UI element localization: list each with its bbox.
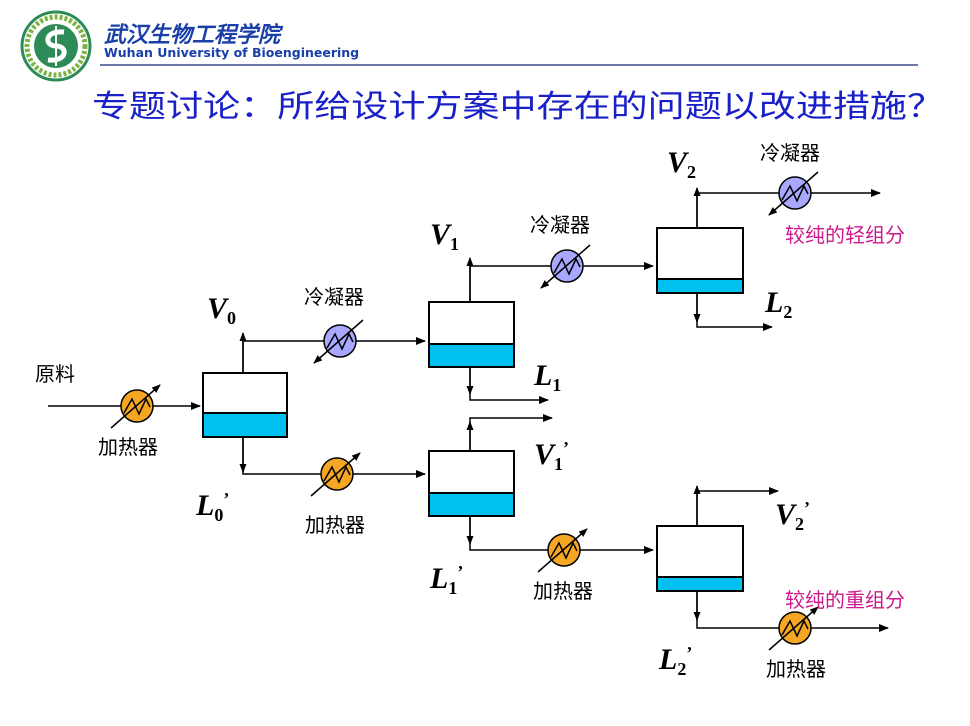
heater-label: 加热器 (766, 657, 826, 681)
liquid-level (656, 278, 744, 294)
stream-label-L2: L2 (764, 286, 792, 322)
stream-label-V1: V1 (430, 218, 459, 254)
liquid-level (656, 576, 744, 592)
page-title: 专题讨论：所给设计方案中存在的问题以改进措施？ (92, 89, 944, 125)
stream-label-L1-prime: L1’ (429, 562, 463, 598)
liquid-level (428, 492, 515, 517)
liquid-level (202, 412, 288, 438)
stream-label-V1-prime: V1’ (534, 438, 569, 474)
condenser-icon (540, 244, 591, 289)
condenser-label: 冷凝器 (304, 285, 364, 309)
stream-label-V2: V2 (667, 146, 696, 182)
heater-icon (310, 452, 361, 497)
heater-label: 加热器 (305, 513, 365, 537)
heater-icon (537, 528, 588, 573)
school-name-cn: 武汉生物工程学院 (104, 22, 284, 47)
heater-label: 加热器 (533, 579, 593, 603)
liquid-level (428, 343, 515, 368)
column-0 (202, 372, 288, 438)
school-name-en: Wuhan University of Bioengineering (104, 45, 359, 60)
condenser-label: 冷凝器 (760, 141, 820, 165)
heater-icon (768, 606, 819, 651)
condenser-icon (768, 171, 819, 216)
stream-label-L1: L1 (533, 359, 561, 395)
column-2-prime (656, 525, 744, 592)
school-logo-icon (20, 10, 92, 82)
heater-label: 加热器 (98, 435, 158, 459)
heavy-product-label: 较纯的重组分 (785, 588, 905, 612)
stream-label-V2-prime: V2’ (775, 498, 810, 534)
feed-label: 原料 (35, 362, 75, 386)
column-1-prime (428, 450, 515, 517)
column-1 (428, 301, 515, 368)
heater-icon (110, 384, 161, 429)
light-product-label: 较纯的轻组分 (785, 223, 905, 247)
pipes (48, 187, 889, 632)
condenser-label: 冷凝器 (530, 213, 590, 237)
column-2 (656, 227, 744, 294)
stream-label-L2-prime: L2’ (658, 643, 692, 679)
condenser-icon (313, 319, 364, 364)
stream-label-V0: V0 (207, 292, 236, 328)
stream-label-L0-prime: L0’ (195, 489, 229, 525)
